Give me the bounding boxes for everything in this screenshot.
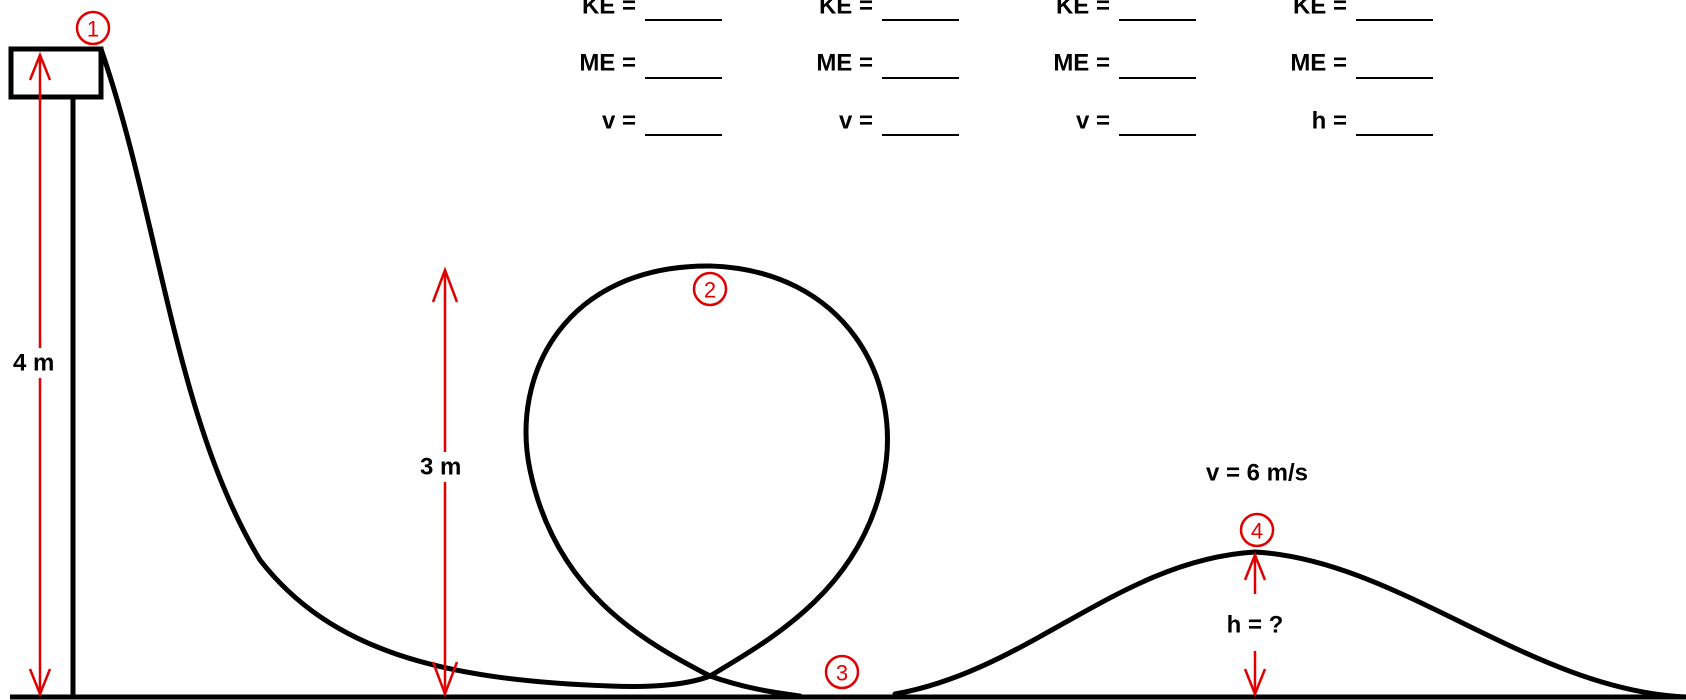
me-label: ME = (1053, 50, 1110, 77)
loop-height-label: 3 m (420, 454, 461, 481)
ke-label: KE = (1056, 0, 1110, 20)
point-number-3: 3 (836, 661, 848, 686)
point-number-4: 4 (1251, 519, 1263, 544)
worksheet-column-2: KE = ME = v = (816, 0, 959, 136)
worksheet-column-3: KE = ME = v = (1053, 0, 1196, 136)
point-marker-4: 4 (1239, 512, 1275, 548)
hill-speed-label: v = 6 m/s (1206, 460, 1308, 487)
velocity-label: v = (839, 108, 873, 135)
worksheet-column-4: KE = ME = h = (1290, 0, 1433, 136)
me-label: ME = (1290, 50, 1347, 77)
height-arrow-hill (1243, 551, 1267, 698)
me-label: ME = (579, 50, 636, 77)
point-number-1: 1 (87, 17, 99, 42)
platform-height-label: 4 m (13, 350, 54, 377)
point-marker-1: 1 (75, 10, 111, 46)
hill-height-label: h = ? (1227, 612, 1284, 639)
coaster-track (98, 46, 1686, 700)
velocity-label: v = (602, 108, 636, 135)
ke-label: KE = (582, 0, 636, 20)
me-label: ME = (816, 50, 873, 77)
worksheet-column-1: KE = ME = v = (579, 0, 722, 136)
point-marker-2: 2 (692, 271, 728, 307)
launch-platform (8, 46, 104, 100)
height-label: h = (1312, 108, 1347, 135)
ke-label: KE = (819, 0, 873, 20)
velocity-label: v = (1076, 108, 1110, 135)
point-number-2: 2 (704, 278, 716, 303)
point-marker-3: 3 (824, 654, 860, 690)
ke-label: KE = (1293, 0, 1347, 20)
